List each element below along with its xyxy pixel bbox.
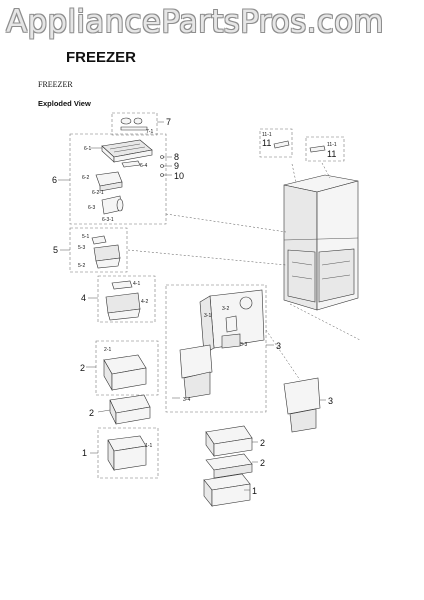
section-label: FREEZER bbox=[38, 80, 73, 89]
watermark-logo: AppliancePartsPros.com bbox=[6, 4, 384, 40]
callout-6-3-1: 6-3-1 bbox=[102, 217, 114, 223]
group-11-left-box bbox=[259, 128, 293, 158]
callout-2-mid: 2 bbox=[89, 408, 94, 418]
callout-3-right: 3 bbox=[328, 396, 333, 406]
callout-5-1: 5-1 bbox=[82, 234, 89, 240]
group-11-right-box bbox=[305, 136, 345, 162]
part-9-screw[interactable] bbox=[160, 164, 173, 168]
callout-11-1-right: 11-1 bbox=[327, 142, 337, 148]
callout-6: 6 bbox=[52, 175, 57, 185]
callout-7-1: 7-1 bbox=[146, 129, 153, 135]
callout-3-center: 3 bbox=[276, 341, 281, 351]
group-3-box bbox=[165, 284, 267, 413]
callout-3-4: 3-4 bbox=[183, 397, 190, 403]
callout-5: 5 bbox=[53, 245, 58, 255]
part-11-right-hinge[interactable] bbox=[309, 145, 326, 153]
part-8-screw[interactable] bbox=[160, 155, 173, 159]
part-3-right-cover[interactable] bbox=[283, 377, 321, 433]
callout-11-right: 11 bbox=[327, 149, 336, 159]
callout-10: 10 bbox=[174, 171, 184, 181]
part-7-clip[interactable] bbox=[120, 117, 148, 131]
callout-6-2-1: 6-2-1 bbox=[92, 190, 104, 196]
callout-1-left: 1 bbox=[82, 448, 87, 458]
part-1-stack-drawer[interactable] bbox=[203, 473, 251, 507]
part-2-drawer[interactable] bbox=[103, 354, 147, 392]
part-4-bin[interactable] bbox=[105, 280, 141, 321]
part-11-left-hinge[interactable] bbox=[273, 140, 290, 149]
callout-2-1: 2-1 bbox=[104, 347, 111, 353]
group-4-box bbox=[97, 275, 156, 323]
callout-3-3: 3-3 bbox=[240, 342, 247, 348]
part-3-evaporator-cover[interactable] bbox=[199, 289, 265, 355]
callout-2-top: 2 bbox=[80, 363, 85, 373]
callout-11-1-left: 11-1 bbox=[262, 132, 272, 138]
part-1-drawer[interactable] bbox=[107, 435, 147, 472]
part-6-1-ice-maker-top[interactable] bbox=[101, 139, 153, 163]
callout-5-2: 5-2 bbox=[78, 263, 85, 269]
callout-8: 8 bbox=[174, 152, 179, 162]
callout-6-4: 6-4 bbox=[140, 163, 147, 169]
group-7-box bbox=[111, 112, 158, 136]
callout-1-stack: 1 bbox=[252, 486, 257, 496]
part-6-3-bucket[interactable] bbox=[101, 195, 124, 215]
callout-6-1: 6-1 bbox=[84, 146, 91, 152]
view-label: Exploded View bbox=[38, 99, 91, 108]
part-3-lower-cover[interactable] bbox=[179, 344, 213, 399]
callout-3-2: 3-2 bbox=[222, 306, 229, 312]
callout-4-2: 4-2 bbox=[141, 299, 148, 305]
page-title: FREEZER bbox=[66, 49, 137, 66]
part-6-2-auger[interactable] bbox=[95, 171, 123, 192]
callout-9: 9 bbox=[174, 161, 179, 171]
part-2-stack-drawer-upper[interactable] bbox=[205, 425, 253, 457]
callout-4: 4 bbox=[81, 293, 86, 303]
part-5-bin[interactable] bbox=[91, 235, 121, 269]
part-2-drawer-second[interactable] bbox=[109, 394, 151, 425]
callout-4-1: 4-1 bbox=[133, 281, 140, 287]
part-2-stack-drawer-lower[interactable] bbox=[205, 453, 253, 479]
callout-5-3: 5-3 bbox=[78, 245, 85, 251]
part-6-4-bar[interactable] bbox=[121, 160, 141, 168]
callout-7: 7 bbox=[166, 117, 171, 127]
callout-6-2: 6-2 bbox=[82, 175, 89, 181]
callout-2-stack-lower: 2 bbox=[260, 458, 265, 468]
callout-6-3: 6-3 bbox=[88, 205, 95, 211]
refrigerator-cabinet bbox=[283, 174, 359, 311]
group-2-box bbox=[95, 340, 159, 396]
callout-2-stack-upper: 2 bbox=[260, 438, 265, 448]
part-10-screw[interactable] bbox=[160, 173, 173, 177]
callout-3-1: 3-1 bbox=[204, 313, 211, 319]
callout-1-1: 1-1 bbox=[145, 443, 152, 449]
callout-11-left: 11 bbox=[262, 138, 271, 148]
group-6-box bbox=[69, 133, 167, 225]
